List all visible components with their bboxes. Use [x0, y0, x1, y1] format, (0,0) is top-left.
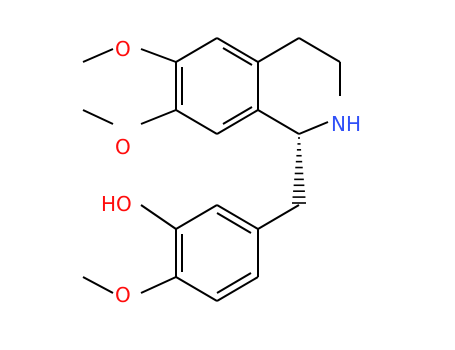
methoxy-6	[82, 48, 177, 63]
stereo-hashed-wedge	[292, 137, 306, 204]
ring-c-bonds	[175, 204, 259, 302]
atom-nh: NH	[331, 112, 361, 136]
ring-a-bonds	[175, 37, 259, 135]
methoxy-7	[82, 109, 177, 125]
hydroxy-bond	[140, 204, 177, 230]
atom-ho: HO	[101, 192, 132, 216]
benzyl-bond	[257, 204, 300, 230]
atom-o-methoxy-4: O	[115, 283, 131, 307]
ring-b-bonds	[257, 37, 341, 135]
atom-o-methoxy-6: O	[115, 37, 131, 61]
atom-o-methoxy-7: O	[115, 135, 131, 159]
methoxy-4	[82, 276, 177, 294]
